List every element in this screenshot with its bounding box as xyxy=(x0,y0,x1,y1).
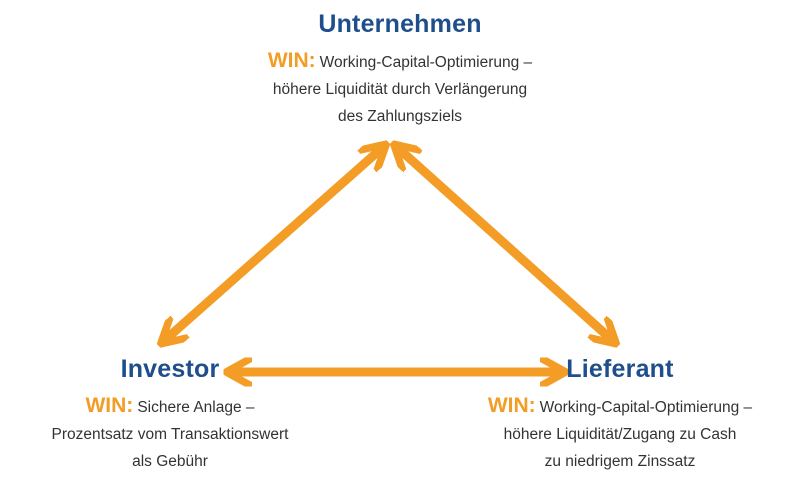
node-lieferant: Lieferant WIN:Working-Capital-Optimierun… xyxy=(450,355,790,475)
desc-line-2: höhere Liquidität/Zugang zu Cash xyxy=(503,426,737,443)
desc-line-1: WIN:Working-Capital-Optimierung – xyxy=(487,394,753,417)
node-title: Unternehmen xyxy=(318,10,482,38)
desc-line-3: zu niedrigem Zinssatz xyxy=(544,453,696,470)
win-label: WIN: xyxy=(267,49,316,72)
desc-line-2: höhere Liquidität durch Verlängerung xyxy=(272,81,528,98)
node-title: Lieferant xyxy=(566,355,674,383)
node-description: WIN:Sichere Anlage – Prozentsatz vom Tra… xyxy=(20,392,320,475)
desc-line-2: Prozentsatz vom Transaktionswert xyxy=(51,426,289,443)
node-title: Investor xyxy=(120,355,220,383)
arrow-unternehmen-lieferant xyxy=(398,148,612,340)
desc-line-3: des Zahlungsziels xyxy=(337,108,463,125)
node-unternehmen: Unternehmen WIN:Working-Capital-Optimier… xyxy=(200,10,600,130)
node-investor: Investor WIN:Sichere Anlage – Prozentsat… xyxy=(20,355,320,475)
desc-line-1: WIN:Sichere Anlage – xyxy=(85,394,255,417)
win-label: WIN: xyxy=(85,394,134,417)
arrow-investor-unternehmen xyxy=(165,148,382,340)
win-label: WIN: xyxy=(487,394,536,417)
desc-line-1: WIN:Working-Capital-Optimierung – xyxy=(267,49,533,72)
node-description: WIN:Working-Capital-Optimierung – höhere… xyxy=(450,392,790,475)
desc-line-3: als Gebühr xyxy=(132,453,208,470)
node-description: WIN:Working-Capital-Optimierung – höhere… xyxy=(200,47,600,130)
